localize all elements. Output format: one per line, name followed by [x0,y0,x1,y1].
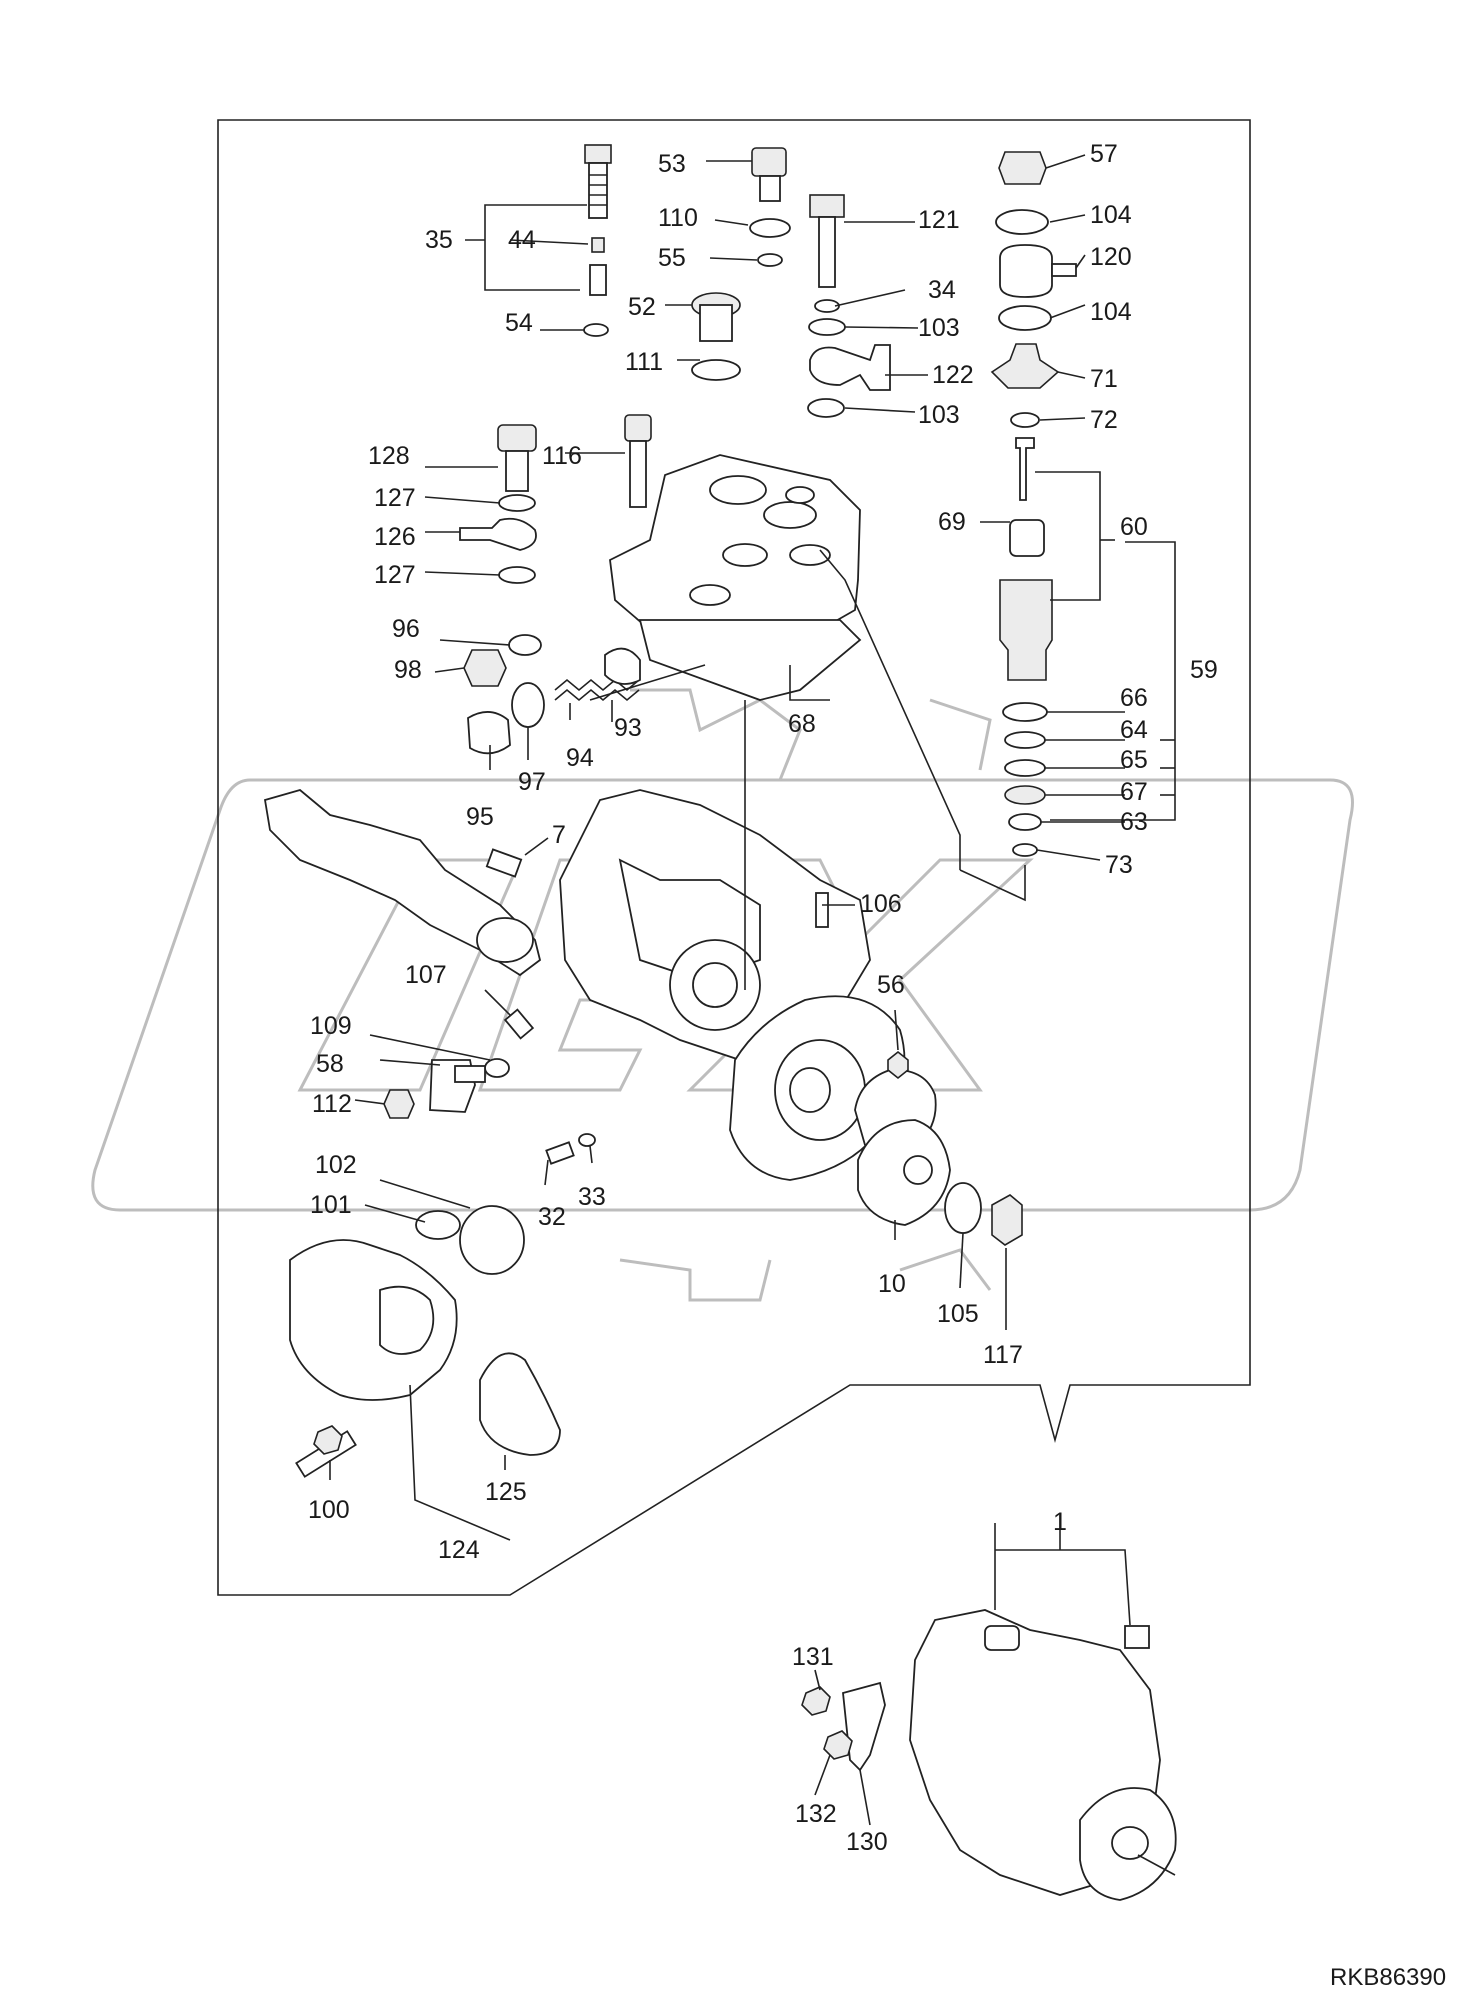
callout-52: 52 [628,293,656,321]
fitting-35 [583,144,612,337]
callout-109: 109 [310,1012,352,1040]
callout-102: 102 [315,1151,357,1179]
callout-63: 63 [1120,808,1148,836]
callout-128: 128 [368,442,410,470]
callout-120: 120 [1090,243,1132,271]
plug-52 [691,292,741,381]
callout-94: 94 [566,744,594,772]
callout-55: 55 [658,244,686,272]
callout-103b: 103 [918,401,960,429]
callout-58: 58 [316,1050,344,1078]
callout-34: 34 [928,276,956,304]
callout-126: 126 [374,523,416,551]
callout-67: 67 [1120,778,1148,806]
callout-60: 60 [1120,513,1148,541]
assembly-frame [217,119,1251,1596]
callout-110: 110 [658,204,698,232]
callout-100: 100 [308,1496,350,1524]
callout-44: 44 [508,226,536,254]
callout-59: 59 [1190,656,1218,684]
callout-71: 71 [1090,365,1118,393]
callout-57: 57 [1090,140,1118,168]
callout-10: 10 [878,1270,906,1298]
drive-shaft [263,789,542,977]
callout-105: 105 [937,1300,979,1328]
callout-56: 56 [877,971,905,999]
callout-labels: 53 57 110 121 104 35 44 120 55 34 52 104… [308,140,1218,1856]
callout-33: 33 [578,1183,606,1211]
left-banjo-group [459,414,652,584]
callout-69: 69 [938,508,966,536]
cover-124 [289,1239,458,1478]
callout-127b: 127 [374,561,416,589]
banjo-bolt-121 [807,194,891,418]
callout-107: 107 [405,961,447,989]
callout-121: 121 [918,206,960,234]
assembled-pump-thumbnail [801,1609,1177,1901]
callout-117: 117 [983,1341,1023,1369]
callout-97: 97 [518,768,546,796]
callout-125: 125 [485,1478,527,1506]
callout-54: 54 [505,309,533,337]
callout-104: 104 [1090,201,1132,229]
callout-53: 53 [658,150,686,178]
right-stack [990,151,1077,857]
callout-1: 1 [1053,1508,1067,1536]
callout-111: 111 [625,348,663,376]
callout-132: 132 [795,1800,837,1828]
callout-32: 32 [538,1203,566,1231]
callout-101: 101 [310,1191,352,1219]
callout-103: 103 [918,314,960,342]
leader-lines [329,154,1176,1826]
callout-112: 112 [312,1090,352,1118]
drawing-code: RKB86390 [1330,1964,1446,1991]
callout-95: 95 [466,803,494,831]
pump-housing [559,789,937,1181]
callout-116: 116 [542,442,582,470]
plug-53 [749,147,791,267]
callout-72: 72 [1090,406,1118,434]
callout-127: 127 [374,484,416,512]
callout-93: 93 [614,714,642,742]
callout-130: 130 [846,1828,888,1856]
callout-68: 68 [788,710,816,738]
callout-73: 73 [1105,851,1133,879]
callout-131: 131 [792,1643,834,1671]
callout-64: 64 [1120,716,1148,744]
body-small-parts [383,892,909,1165]
callout-98: 98 [394,656,422,684]
callout-7: 7 [552,821,566,849]
callout-35: 35 [425,226,453,254]
callout-96: 96 [392,615,420,643]
coupling-group [857,1119,1023,1246]
callout-122: 122 [932,361,974,389]
callout-106: 106 [860,890,902,918]
callout-66: 66 [1120,684,1148,712]
gaskets [415,1205,561,1456]
callout-124: 124 [438,1536,480,1564]
pump-head-block [609,454,862,701]
callout-104b: 104 [1090,298,1132,326]
callout-65: 65 [1120,746,1148,774]
